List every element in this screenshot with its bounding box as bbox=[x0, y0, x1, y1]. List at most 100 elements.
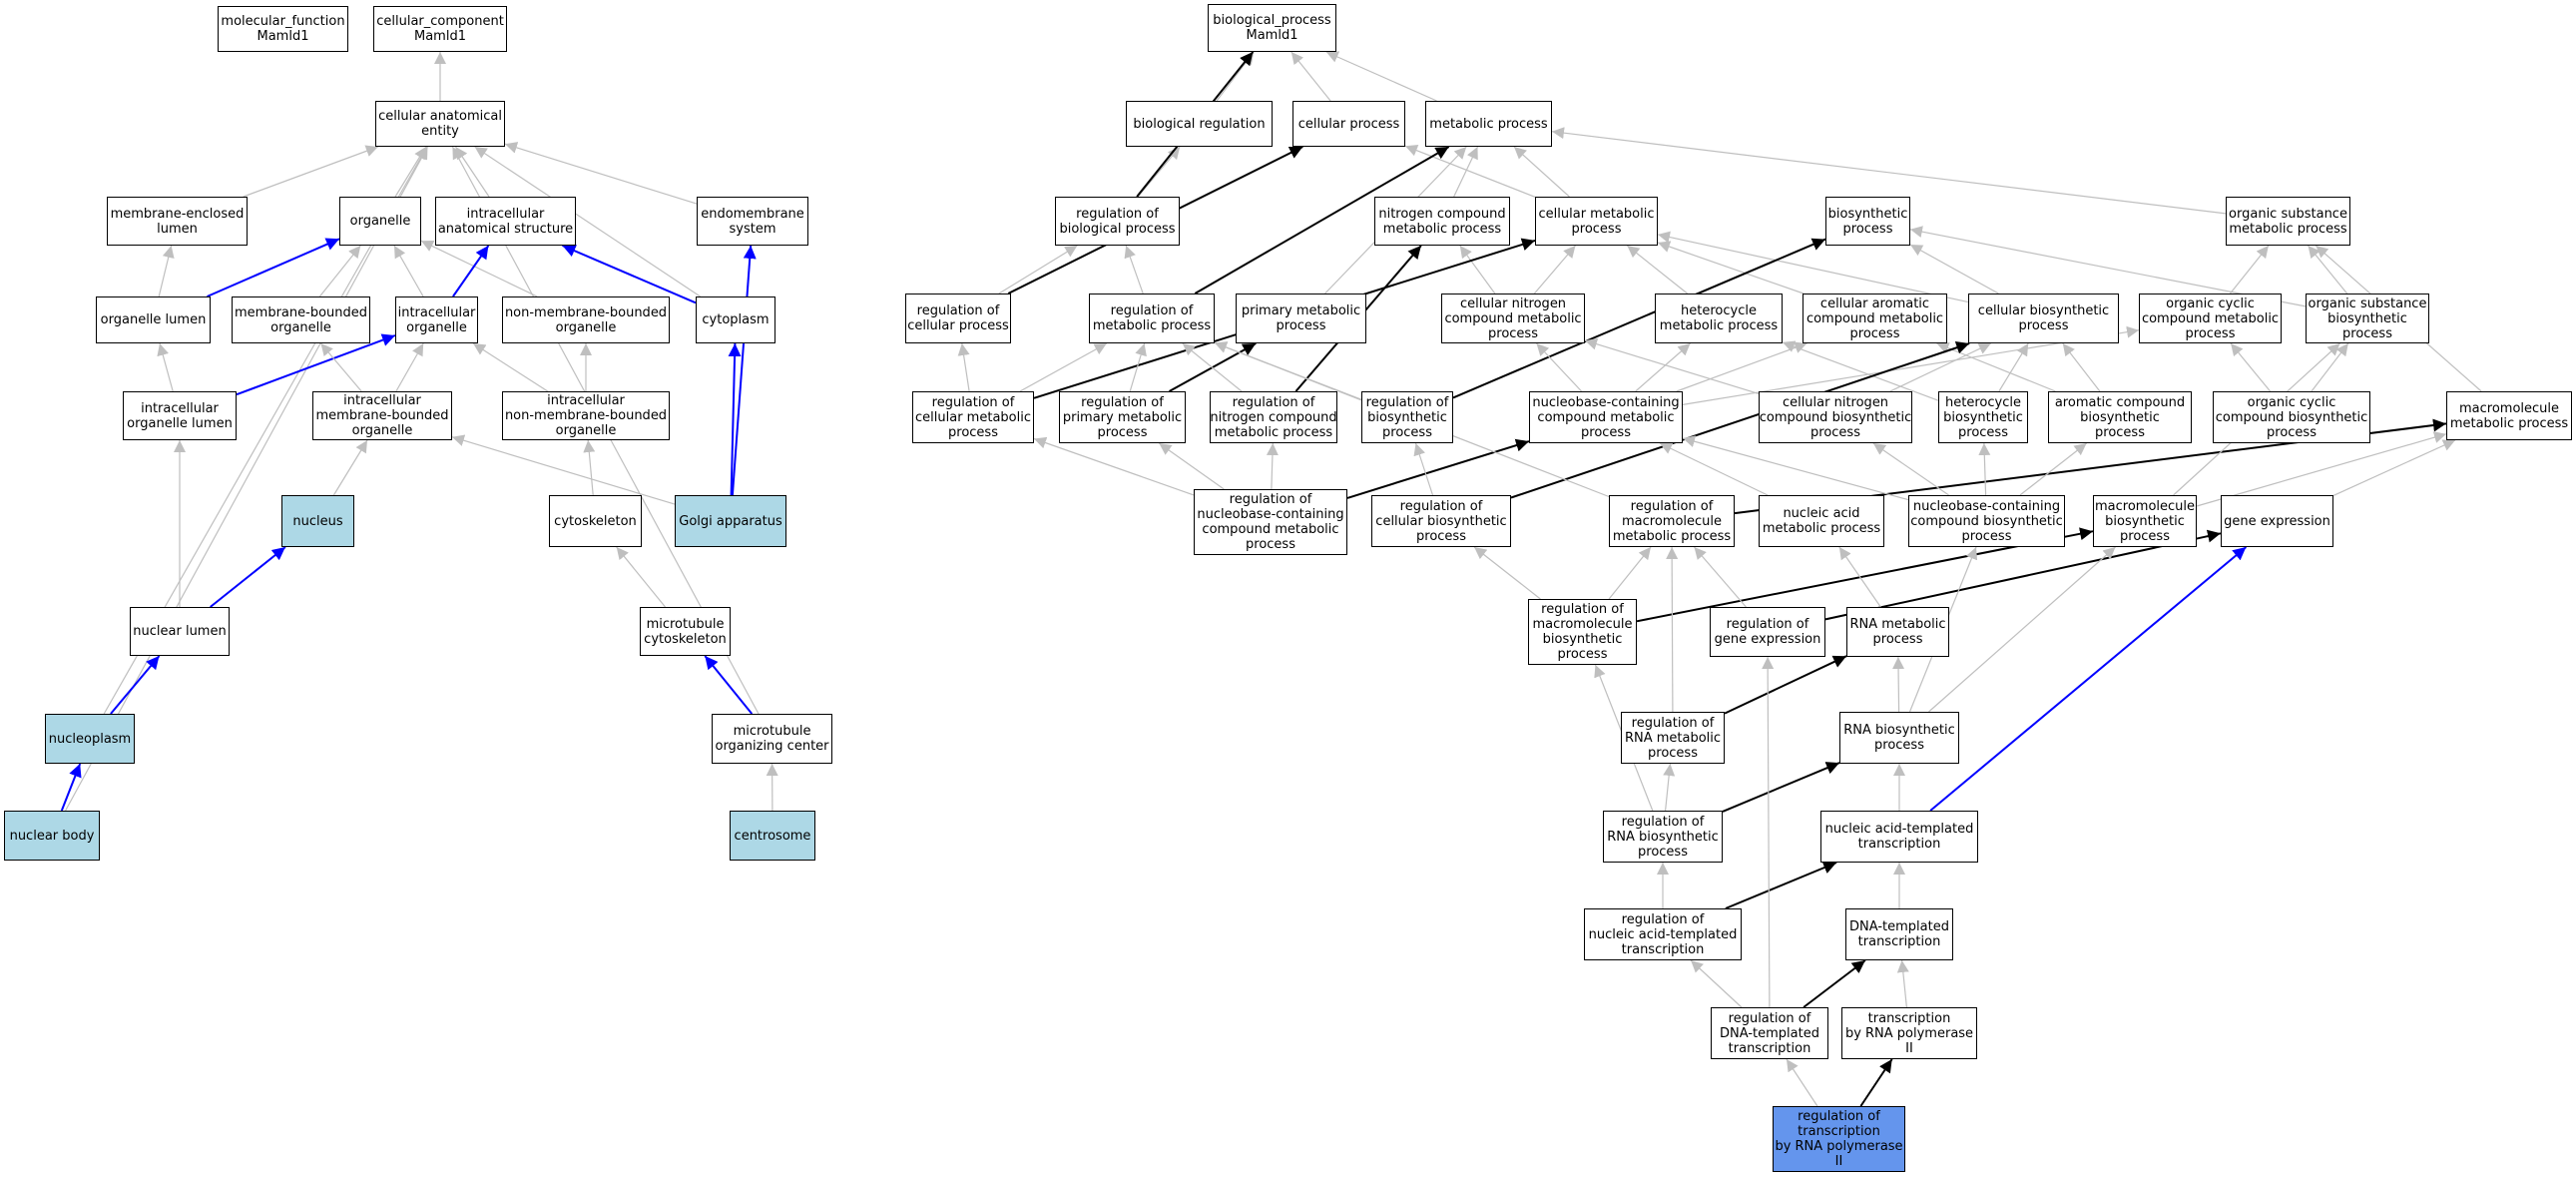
edge-rcbp-to-rbsp bbox=[1413, 442, 1434, 496]
node-label-line: entity bbox=[421, 124, 459, 139]
node-label-line: intracellular bbox=[343, 393, 421, 408]
node-label-line: process bbox=[1872, 632, 1923, 647]
node-golgi-apparatus[interactable]: Golgi apparatus bbox=[675, 495, 786, 547]
node-organelle[interactable]: organelle bbox=[339, 197, 421, 246]
node-cytoplasm[interactable]: cytoplasm bbox=[696, 296, 775, 343]
edge-occbp-to-occmp bbox=[2230, 342, 2272, 392]
node-cytoskeleton[interactable]: cytoskeleton bbox=[549, 495, 642, 547]
edge-rmp-to-mp bbox=[1194, 146, 1450, 294]
edge-golgi-to-imbo bbox=[451, 434, 676, 505]
node-nuclear-lumen[interactable]: nuclear lumen bbox=[130, 607, 230, 656]
node-label-line: metabolic process bbox=[1429, 116, 1548, 132]
node-cellular-process[interactable]: cellular process bbox=[1292, 101, 1405, 147]
node-metabolic-process[interactable]: metabolic process bbox=[1425, 101, 1552, 147]
node-label-line: process bbox=[1958, 424, 2008, 440]
node-label-line: nucleobase-containing bbox=[1197, 507, 1344, 522]
node-nucleoplasm[interactable]: nucleoplasm bbox=[45, 714, 135, 764]
node-label-line: process bbox=[2018, 318, 2069, 333]
node-label-line: macromolecule bbox=[1532, 617, 1633, 632]
node-gene-expression[interactable]: gene expression bbox=[2221, 495, 2333, 547]
node-biological-regulation[interactable]: biological regulation bbox=[1126, 101, 1273, 147]
edge-nplasm-to-nlum bbox=[110, 655, 161, 715]
node-label-line: lumen bbox=[157, 221, 198, 237]
edge-mbp-to-mmp bbox=[2196, 431, 2447, 507]
node-nucleus[interactable]: nucleus bbox=[281, 495, 354, 547]
node-label-line: RNA biosynthetic bbox=[1607, 829, 1719, 845]
node-nuclear-body[interactable]: nuclear body bbox=[4, 811, 100, 861]
node-label-line: endomembrane bbox=[701, 206, 804, 222]
edge-rpmp-to-rmp bbox=[1129, 342, 1147, 392]
node-label-line: process bbox=[1276, 318, 1326, 333]
node-label-line: regulation of bbox=[1081, 394, 1164, 410]
edge-orgl-to-org bbox=[207, 238, 340, 297]
node-label-line: by RNA polymerase bbox=[1775, 1139, 1903, 1154]
node-label-line: DNA-templated bbox=[1720, 1025, 1819, 1041]
node-label-line: compound metabolic bbox=[1202, 522, 1339, 537]
node-label-line: organic substance bbox=[2308, 295, 2427, 311]
node-centrosome[interactable]: centrosome bbox=[730, 811, 815, 861]
node-label-line: metabolic process bbox=[2449, 415, 2569, 431]
node-label-line: nucleobase-containing bbox=[1912, 498, 2061, 514]
edge-osmp-to-mp bbox=[1551, 127, 2227, 215]
node-organelle-lumen[interactable]: organelle lumen bbox=[96, 296, 211, 343]
node-label-line: intracellular bbox=[397, 304, 476, 320]
